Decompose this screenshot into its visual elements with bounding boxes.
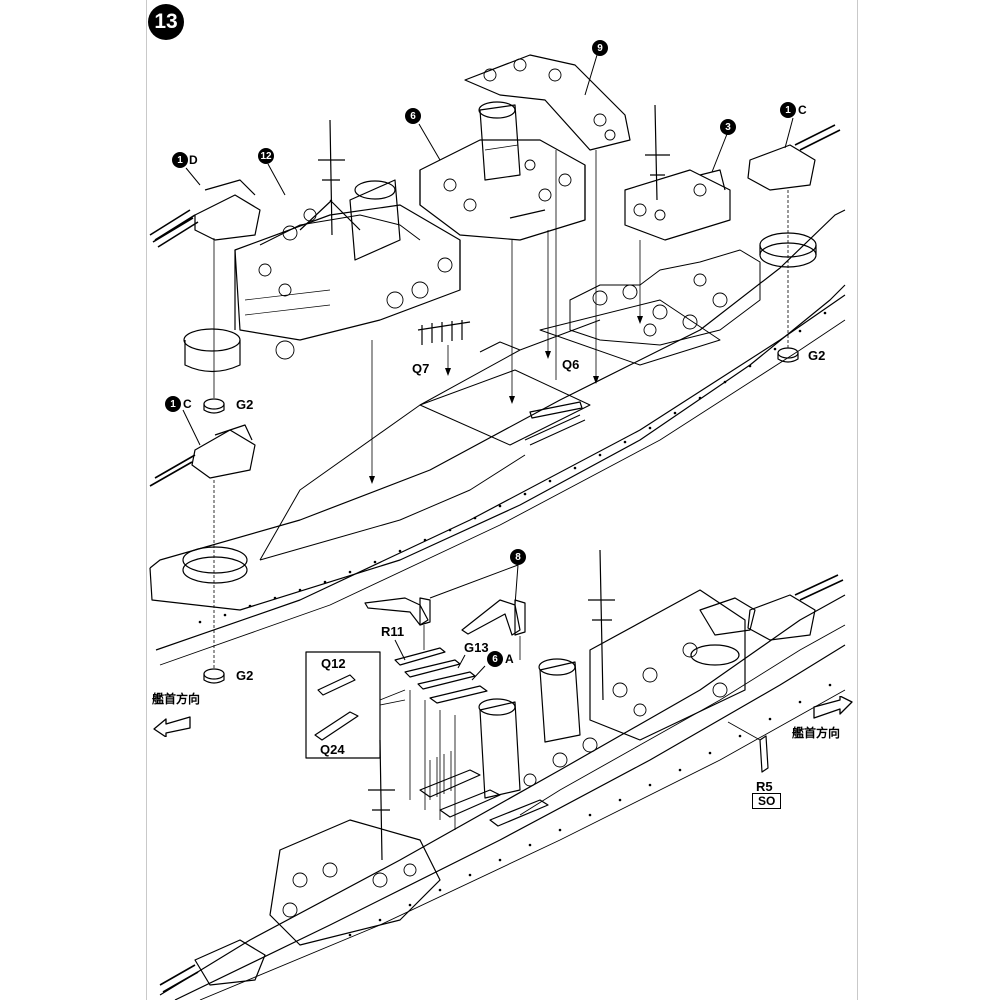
q7-q6-parts [417,320,583,419]
page-border-left [146,0,147,1000]
label-g2-top-right: G2 [808,348,826,363]
callout-1c-right-number: 1 [780,102,796,118]
callout-3-number: 3 [720,119,736,135]
label-r5: R5 [756,779,773,794]
upper-hull [149,209,846,666]
label-g13: G13 [464,640,489,655]
bow-direction-arrow-left-icon [153,716,191,737]
turret-1d [149,179,261,248]
lower-hull [159,549,846,1000]
g2-washers [203,347,799,684]
callout-6a-number: 6 [487,651,503,667]
label-q7: Q7 [412,361,430,376]
label-q12: Q12 [321,656,346,671]
boats-r11-g13 [394,647,488,830]
so-mark-box: SO [752,793,782,809]
part-9-platform [464,54,631,151]
guide-lines [213,150,789,668]
barbette-drum-upper [183,328,241,373]
turret-1c-right [747,124,841,191]
callout-9-number: 9 [592,40,608,56]
callout-12-number: 12 [258,148,274,164]
part-8-cranes [364,597,526,660]
inset-box [305,651,406,759]
label-r11: R11 [381,624,405,639]
forward-superstructure [234,119,461,360]
direction-label-left: 艦首方向 [152,692,201,706]
label-q24: Q24 [320,742,345,757]
callout-1d-number: 1 [172,152,188,168]
page-border-right [857,0,858,1000]
r5-part [727,721,769,773]
callout-6-number: 6 [405,108,421,124]
step-number-badge: 13 [148,4,184,40]
callout-6a-letter: A [505,652,514,666]
label-g2-bottom: G2 [236,668,254,683]
direction-label-right: 艦首方向 [792,726,841,740]
callout-1c-left-letter: C [183,397,192,411]
label-q6: Q6 [562,357,580,372]
callout-1c-left-number: 1 [165,396,181,412]
label-g2-top-left: G2 [236,397,254,412]
callout-8-number: 8 [510,549,526,565]
part-6-superstructure [419,101,586,241]
callout-1c-right-letter: C [798,103,807,117]
turret-1c-left [149,424,256,487]
bow-direction-arrow-right-icon [813,696,853,719]
callout-1d-letter: D [189,153,198,167]
part-3-aft-superstructure [624,104,731,241]
